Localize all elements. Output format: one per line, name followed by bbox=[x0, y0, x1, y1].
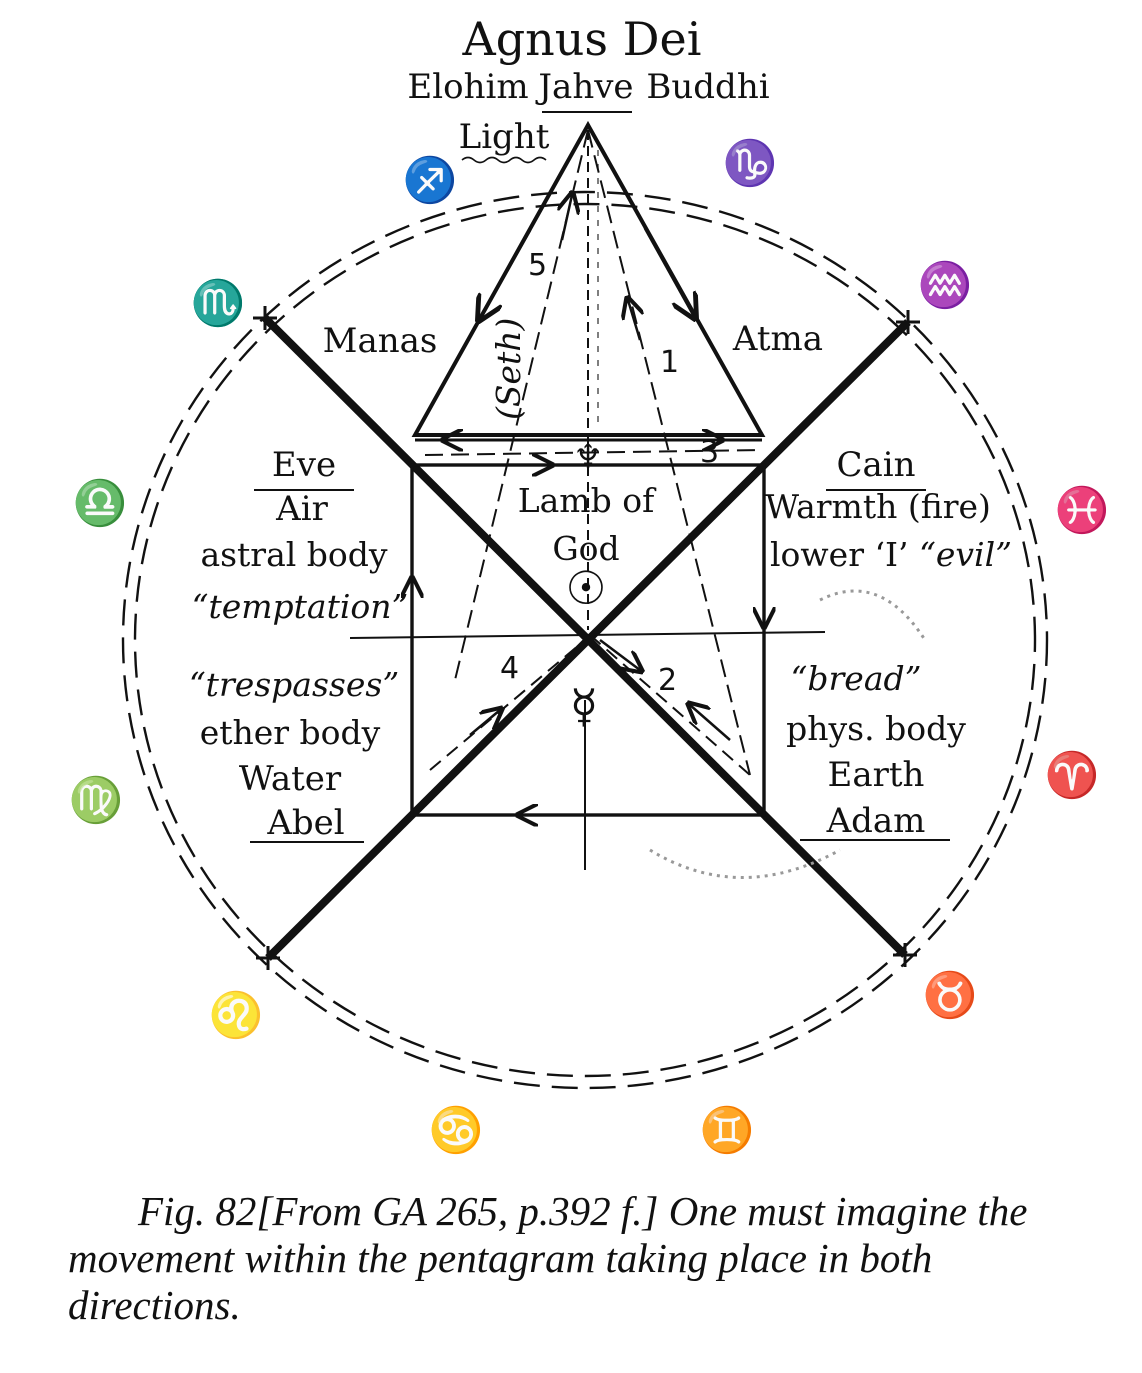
title-agnus-dei: Agnus Dei bbox=[462, 12, 702, 66]
cross-mark-leo bbox=[256, 946, 280, 970]
zodiac-aries: ♈ bbox=[1045, 750, 1100, 801]
path-arrow-5 bbox=[562, 195, 572, 241]
cross-mark-aquarius bbox=[896, 310, 920, 334]
path-1 bbox=[587, 129, 751, 776]
diagonal-scorpio-taurus bbox=[262, 315, 908, 958]
zodiac-scorpio: ♏ bbox=[191, 278, 246, 329]
path-number-2: 2 bbox=[658, 663, 677, 698]
label-jahve: Jahve bbox=[535, 67, 633, 107]
zodiac-capricorn: ♑ bbox=[723, 138, 778, 189]
label-lower-i-evil: lower ‘I’ “evil” bbox=[770, 535, 1012, 574]
path-number-3: 3 bbox=[700, 435, 719, 470]
zodiac-circle-outer bbox=[121, 190, 1049, 1090]
label-manas: Manas bbox=[323, 321, 438, 361]
zodiac-leo: ♌ bbox=[209, 990, 264, 1041]
zodiac-aquarius: ♒ bbox=[918, 260, 973, 311]
evil-text: “evil” bbox=[919, 535, 1012, 574]
zodiac-pisces: ♓ bbox=[1055, 485, 1110, 536]
label-adam: Adam bbox=[826, 801, 926, 841]
path-arrow-4b bbox=[469, 710, 500, 736]
path-4 bbox=[429, 639, 586, 771]
label-god: God bbox=[552, 529, 619, 568]
mercury-symbol: ☿ bbox=[570, 679, 598, 733]
path-arrow-2 bbox=[690, 705, 731, 741]
zodiac-cancer: ♋ bbox=[429, 1105, 484, 1156]
path-arrow-1 bbox=[628, 300, 640, 341]
label-buddhi: Buddhi bbox=[646, 67, 769, 107]
zodiac-libra: ♎ bbox=[73, 478, 128, 529]
path-number-1: 1 bbox=[660, 345, 679, 380]
zodiac-virgo: ♍ bbox=[69, 775, 124, 826]
label-light: Light bbox=[459, 117, 550, 157]
path-2 bbox=[589, 634, 751, 776]
label-astral-body: astral body bbox=[200, 535, 387, 574]
label-cain: Cain bbox=[836, 445, 915, 485]
zodiac-taurus: ♉ bbox=[923, 970, 978, 1021]
hatched-arc-lower bbox=[649, 848, 841, 879]
cross-mark-scorpio bbox=[253, 306, 277, 330]
pentagram-diagram: Agnus Dei Elohim Jahve Buddhi Light Mana… bbox=[69, 12, 1110, 1156]
figure-caption: Fig. 82[From GA 265, p.392 f.] One must … bbox=[68, 1188, 1028, 1328]
label-ether-body: ether body bbox=[200, 713, 381, 752]
label-phys-body: phys. body bbox=[786, 709, 966, 748]
label-air: Air bbox=[275, 489, 328, 529]
sun-symbol: ☉ bbox=[565, 561, 606, 615]
tri-arrow-left bbox=[480, 229, 532, 318]
path-number-4: 4 bbox=[500, 651, 519, 686]
label-seth: (Seth) bbox=[489, 318, 528, 420]
zodiac-sagittarius: ♐ bbox=[403, 155, 458, 206]
label-bread: “bread” bbox=[791, 659, 922, 698]
label-eve: Eve bbox=[272, 445, 336, 485]
label-temptation: “temptation” bbox=[192, 587, 409, 626]
path-arrow-4 bbox=[599, 639, 640, 670]
label-trespasses: “trespasses” bbox=[189, 665, 399, 704]
label-abel: Abel bbox=[266, 803, 344, 843]
label-atma: Atma bbox=[732, 319, 823, 359]
tri-arrow-right bbox=[643, 227, 694, 316]
path-number-5: 5 bbox=[528, 248, 547, 283]
label-earth: Earth bbox=[828, 755, 925, 795]
diagonal-aquarius-leo bbox=[265, 319, 911, 961]
label-warmth-fire: Warmth (fire) bbox=[765, 487, 991, 526]
zodiac-circle-inner bbox=[133, 202, 1037, 1078]
hatched-arc-upper bbox=[819, 589, 927, 641]
label-water: Water bbox=[239, 759, 342, 799]
path-3 bbox=[424, 449, 761, 456]
light-wavy-underline bbox=[461, 156, 547, 164]
label-lamb-of: Lamb of bbox=[518, 481, 657, 520]
neptune-symbol: ♆ bbox=[573, 437, 603, 476]
horizontal-axis bbox=[349, 631, 826, 639]
zodiac-gemini: ♊ bbox=[700, 1105, 755, 1156]
label-elohim: Elohim bbox=[407, 67, 528, 107]
lower-i-text: lower ‘I’ bbox=[770, 535, 919, 574]
cross-mark-taurus bbox=[893, 943, 917, 967]
